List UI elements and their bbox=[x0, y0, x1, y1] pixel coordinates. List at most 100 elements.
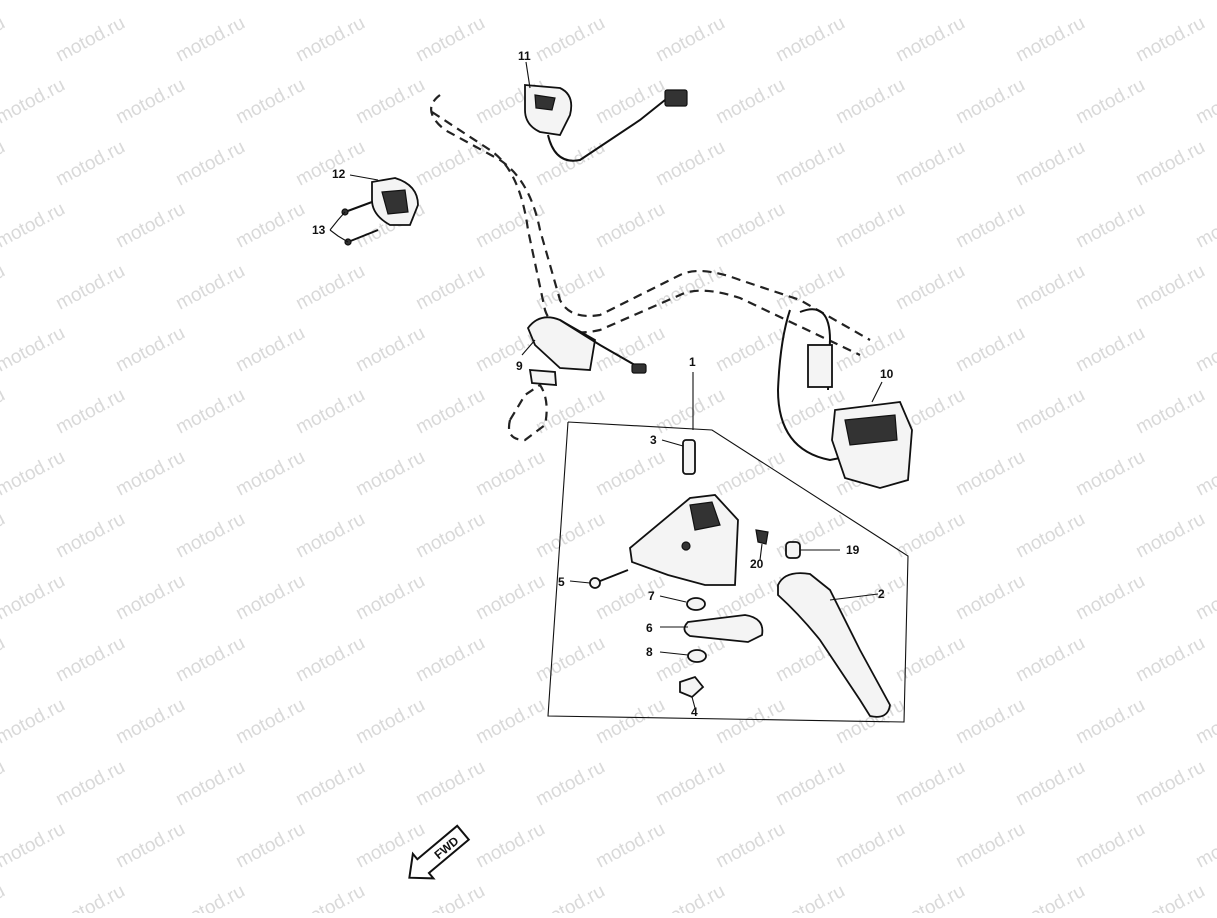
watermark-text: motod.ru bbox=[1192, 695, 1217, 749]
callout-12: 12 bbox=[332, 167, 346, 181]
watermark-text: motod.ru bbox=[232, 695, 308, 749]
watermark-text: motod.ru bbox=[472, 571, 548, 625]
watermark-text: motod.ru bbox=[112, 0, 188, 4]
callout-5: 5 bbox=[558, 575, 565, 589]
watermark-text: motod.ru bbox=[1192, 75, 1217, 129]
watermark-text: motod.ru bbox=[532, 137, 608, 191]
watermark-text: motod.ru bbox=[232, 819, 308, 873]
watermark-text: motod.ru bbox=[592, 199, 668, 253]
watermark-text: motod.ru bbox=[592, 323, 668, 377]
watermark-text: motod.ru bbox=[412, 881, 488, 913]
watermark-text: motod.ru bbox=[652, 385, 728, 439]
watermark-text: motod.ru bbox=[712, 199, 788, 253]
watermark-text: motod.ru bbox=[1012, 757, 1088, 811]
callout-labels: 1 2 3 4 5 6 7 8 9 10 11 12 13 19 20 bbox=[312, 49, 894, 719]
watermark-text: motod.ru bbox=[1132, 385, 1208, 439]
callout-4: 4 bbox=[691, 705, 698, 719]
watermark-text: motod.ru bbox=[1072, 571, 1148, 625]
watermark-text: motod.ru bbox=[832, 323, 908, 377]
watermark-text: motod.ru bbox=[0, 633, 9, 687]
watermark-text: motod.ru bbox=[952, 323, 1028, 377]
watermark-text: motod.ru bbox=[1072, 819, 1148, 873]
part-1-lever-holder bbox=[629, 494, 739, 586]
watermark-text: motod.ru bbox=[532, 509, 608, 563]
watermark-text: motod.ru bbox=[352, 695, 428, 749]
watermark-text: motod.ru bbox=[1192, 819, 1217, 873]
part-3-bolt bbox=[682, 439, 696, 475]
watermark-text: motod.ru bbox=[532, 261, 608, 315]
watermark-text: motod.ru bbox=[412, 261, 488, 315]
watermark-text: motod.ru bbox=[472, 447, 548, 501]
watermark-text: motod.ru bbox=[952, 0, 1028, 4]
watermark-text: motod.ru bbox=[352, 0, 428, 4]
watermark-text: motod.ru bbox=[1132, 137, 1208, 191]
watermark-text: motod.ru bbox=[952, 695, 1028, 749]
watermark-text: motod.ru bbox=[592, 0, 668, 4]
part-2-lever bbox=[777, 572, 891, 718]
watermark-text: motod.ru bbox=[0, 13, 9, 67]
watermark-text: motod.ru bbox=[712, 819, 788, 873]
watermark-text: motod.ru bbox=[352, 447, 428, 501]
watermark-text: motod.ru bbox=[1012, 881, 1088, 913]
watermark-text: motod.ru bbox=[712, 0, 788, 4]
watermark-text: motod.ru bbox=[112, 819, 188, 873]
watermark-text: motod.ru bbox=[1072, 323, 1148, 377]
watermark-text: motod.ru bbox=[0, 199, 69, 253]
part-10-switch-housing bbox=[776, 308, 913, 489]
watermark-text: motod.ru bbox=[1192, 199, 1217, 253]
watermark-text: motod.ru bbox=[1012, 633, 1088, 687]
watermark-text: motod.ru bbox=[172, 13, 248, 67]
part-19-pin bbox=[785, 541, 801, 559]
watermark-text: motod.ru bbox=[292, 13, 368, 67]
watermark-text: motod.ru bbox=[232, 571, 308, 625]
part-20-clip bbox=[755, 529, 769, 545]
watermark-text: motod.ru bbox=[292, 385, 368, 439]
watermark-text: motod.ru bbox=[292, 509, 368, 563]
watermark-text: motod.ru bbox=[952, 819, 1028, 873]
watermark-text: motod.ru bbox=[1012, 385, 1088, 439]
watermark-text: motod.ru bbox=[412, 137, 488, 191]
watermark-text: motod.ru bbox=[172, 757, 248, 811]
callout-7: 7 bbox=[648, 589, 655, 603]
watermark-text: motod.ru bbox=[532, 881, 608, 913]
watermark-text: motod.ru bbox=[0, 819, 69, 873]
watermark-text: motod.ru bbox=[1132, 757, 1208, 811]
watermark-text: motod.ru bbox=[172, 261, 248, 315]
callout-6: 6 bbox=[646, 621, 653, 635]
watermark-text: motod.ru bbox=[292, 633, 368, 687]
watermark-text: motod.ru bbox=[1132, 13, 1208, 67]
watermark-text: motod.ru bbox=[0, 695, 69, 749]
watermark-text: motod.ru bbox=[1072, 447, 1148, 501]
watermark-text: motod.ru bbox=[532, 633, 608, 687]
watermark-text: motod.ru bbox=[892, 633, 968, 687]
callout-2: 2 bbox=[878, 587, 885, 601]
watermark-text: motod.ru bbox=[892, 509, 968, 563]
watermark-text: motod.ru bbox=[1132, 261, 1208, 315]
lever-assembly-box bbox=[547, 372, 909, 723]
watermark-text: motod.ru bbox=[0, 75, 69, 129]
watermark-text: motod.ru bbox=[172, 385, 248, 439]
watermark-text: motod.ru bbox=[1072, 695, 1148, 749]
watermark-text: motod.ru bbox=[52, 13, 128, 67]
watermark-text: motod.ru bbox=[172, 633, 248, 687]
callout-9: 9 bbox=[516, 359, 523, 373]
watermark-text: motod.ru bbox=[172, 137, 248, 191]
watermark-text: motod.ru bbox=[412, 13, 488, 67]
watermark-text: motod.ru bbox=[1012, 13, 1088, 67]
watermark-text: motod.ru bbox=[652, 757, 728, 811]
watermark-text: motod.ru bbox=[832, 75, 908, 129]
watermark-text: motod.ru bbox=[292, 137, 368, 191]
watermark-text: motod.ru bbox=[52, 633, 128, 687]
watermark-text: motod.ru bbox=[1132, 509, 1208, 563]
watermark-text: motod.ru bbox=[652, 881, 728, 913]
watermark-text: motod.ru bbox=[232, 0, 308, 4]
watermark-text: motod.ru bbox=[532, 757, 608, 811]
watermark-text: motod.ru bbox=[952, 199, 1028, 253]
watermark-text: motod.ru bbox=[52, 137, 128, 191]
watermark-text: motod.ru bbox=[1132, 633, 1208, 687]
watermark-text: motod.ru bbox=[832, 199, 908, 253]
watermark-text: motod.ru bbox=[0, 571, 69, 625]
watermark-text: motod.ru bbox=[112, 199, 188, 253]
watermark-text: motod.ru bbox=[292, 261, 368, 315]
watermark-text: motod.ru bbox=[652, 137, 728, 191]
